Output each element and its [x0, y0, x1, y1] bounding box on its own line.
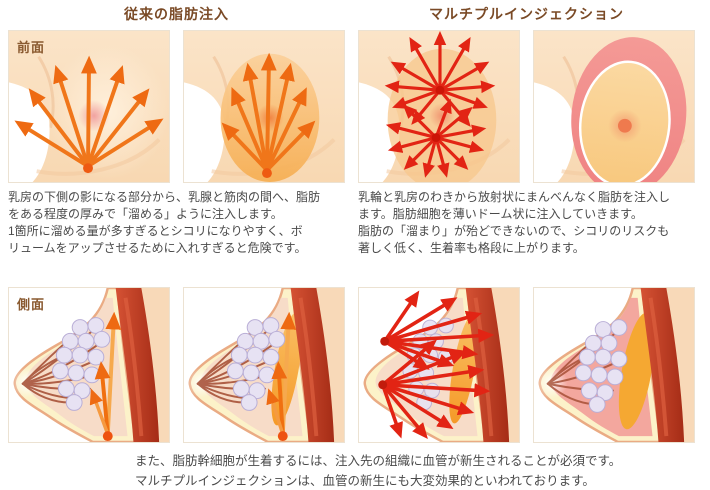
- radial-injection-arrows-upper: [384, 31, 496, 127]
- pectoral-muscle: [115, 288, 160, 442]
- front-multiple-bursts-illustration: [359, 31, 519, 182]
- side-view-label: 側面: [17, 297, 46, 312]
- underbreast-shadow: [36, 138, 161, 176]
- panel-side-multiple-result: [533, 287, 695, 443]
- injection-entry-point: [277, 431, 288, 442]
- injection-point-lower: [431, 133, 441, 143]
- muscle-highlight: [648, 297, 669, 437]
- description-conventional: 乳房の下側の影になる部分から、乳腺と筋肉の間へ、脂肪 をある程度の厚みで「溜める…: [8, 190, 321, 255]
- description-multiple: 乳輪と乳房のわきから放射状にまんべんなく脂肪を注入し ます。脂肪細胞を薄いドーム…: [358, 190, 671, 255]
- side-multiple-result-illustration: [534, 288, 694, 442]
- muscle-highlight: [123, 297, 144, 437]
- fat-injection-arrows: [89, 311, 122, 437]
- front-view-label: 前面: [17, 40, 46, 55]
- fat-injection-fan-arrows: [221, 52, 316, 173]
- mammary-gland-lobules: [574, 319, 628, 413]
- side-multiple-bursts-illustration: [359, 288, 519, 442]
- front-conventional-fan-illustration: [9, 31, 169, 182]
- muscle-highlight: [298, 297, 319, 437]
- panel-front-multiple-bursts: [358, 30, 520, 183]
- pectoral-muscle: [640, 288, 685, 442]
- fat-sliver: [449, 314, 479, 424]
- injection-point-upper: [435, 85, 445, 95]
- panel-front-conventional-fan: 前面: [8, 30, 170, 183]
- armpit-shape: [534, 82, 575, 182]
- mammary-gland-lobules: [226, 317, 286, 411]
- injection-entry-point: [83, 163, 93, 174]
- column-title-conventional: 従来の脂肪注入: [124, 6, 229, 22]
- injection-point-lower: [378, 380, 388, 390]
- fat-injection-arrows: [266, 311, 297, 437]
- armpit-shape: [184, 82, 225, 182]
- panel-side-multiple-bursts: [358, 287, 520, 443]
- pectoral-muscle: [465, 288, 510, 442]
- radial-injection-arrows-lower: [380, 339, 491, 439]
- front-conventional-pool-illustration: [184, 31, 344, 182]
- panel-side-conventional-pool: [183, 287, 345, 443]
- radial-injection-arrows-lower: [385, 98, 487, 178]
- nipple: [617, 118, 632, 133]
- injection-point-upper: [380, 336, 390, 346]
- pectoral-muscle: [290, 288, 335, 442]
- side-conventional-pool-illustration: [184, 288, 344, 442]
- injection-entry-point: [102, 431, 113, 442]
- fat-band: [618, 312, 655, 430]
- panel-side-conventional-fan: 側面: [8, 287, 170, 443]
- fat-injection-fan-arrows: [14, 55, 164, 169]
- panel-front-multiple-result: [533, 30, 695, 183]
- panel-front-conventional-pool: [183, 30, 345, 183]
- front-multiple-result-illustration: [534, 31, 694, 182]
- side-conventional-illustration: [9, 288, 169, 442]
- injection-entry-point: [262, 168, 272, 179]
- footer-note: また、脂肪幹細胞が生着するには、注入先の組織に血管が新生されることが必須です。 …: [135, 454, 622, 488]
- column-title-multiple-injection: マルチプルインジェクション: [429, 6, 624, 22]
